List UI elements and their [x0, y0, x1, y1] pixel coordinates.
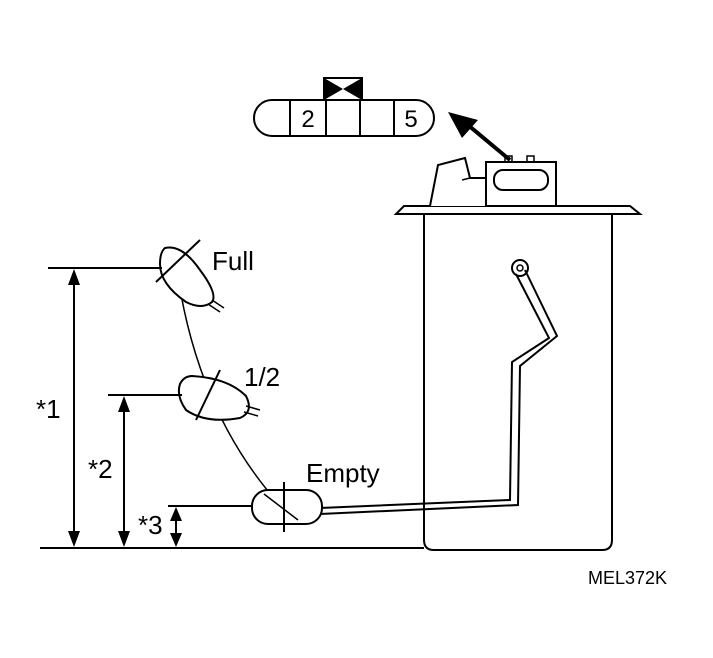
float-empty [251, 482, 323, 532]
fuel-level-sensor-unit [393, 155, 643, 551]
connector-pin-2: 2 [301, 106, 314, 133]
dimension-3: *3 [138, 507, 182, 547]
figure-code: MEL372K [588, 568, 667, 588]
float-label-half: 1/2 [244, 362, 280, 392]
float-label-empty: Empty [306, 458, 380, 488]
dimension-2: *2 [88, 396, 130, 547]
harness-connector: 2 5 [253, 77, 435, 137]
float-half [177, 369, 261, 421]
dimension-1: *1 [36, 269, 80, 547]
connector-pointer-arrow [448, 112, 512, 162]
reference-lines [40, 267, 424, 549]
float-arm [319, 269, 559, 515]
dimension-3-label: *3 [138, 510, 163, 540]
float-label-full: Full [212, 246, 254, 276]
dimension-1-label: *1 [36, 394, 61, 424]
dimension-2-label: *2 [88, 454, 113, 484]
float-full [155, 239, 225, 313]
connector-pin-5: 5 [404, 106, 417, 133]
